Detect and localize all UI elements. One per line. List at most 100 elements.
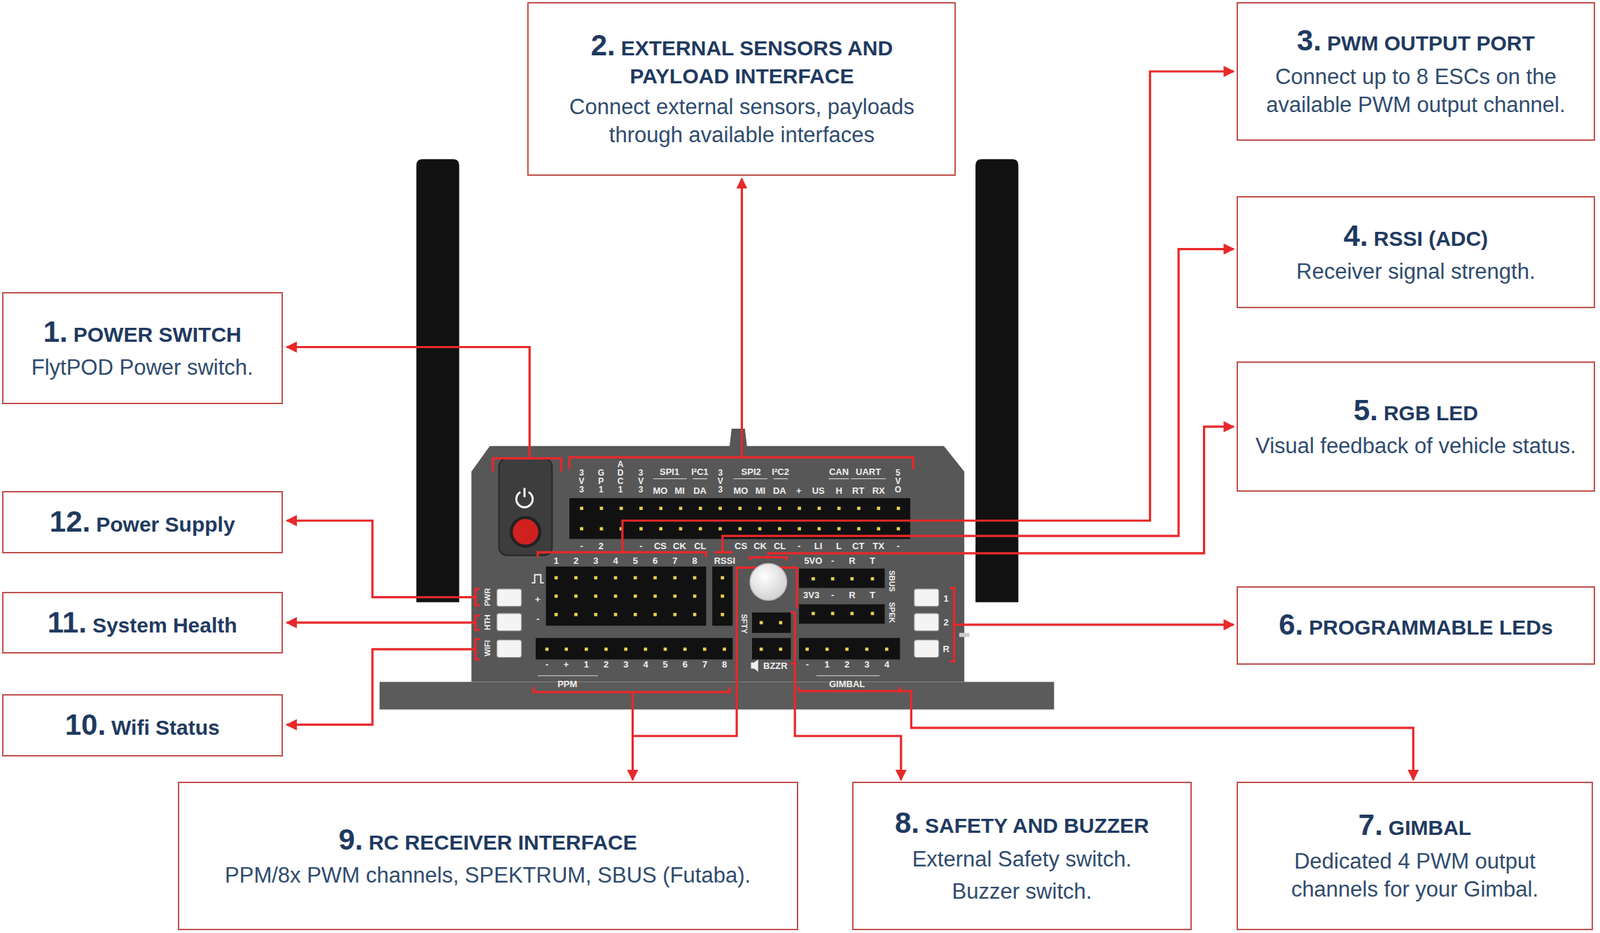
pin-header (798, 604, 885, 624)
pin-dot (593, 612, 598, 617)
power-button (511, 517, 540, 547)
pin-label: - (580, 541, 584, 551)
pin-dot (653, 612, 657, 617)
callout-number: 12. (49, 504, 91, 538)
pin-label: 6 (682, 659, 688, 669)
led (914, 640, 939, 658)
pin-label: 7 (672, 555, 678, 566)
leader-line (798, 686, 1414, 781)
group-underline (653, 478, 687, 479)
leader-line (950, 587, 1234, 662)
pin-label: SFTY (740, 613, 748, 633)
pin-dot (797, 527, 802, 531)
pin-label: 7 (702, 659, 708, 669)
pin-label: PWR (483, 588, 492, 607)
pin-dot (614, 576, 618, 580)
led (497, 640, 522, 658)
group-underline (773, 478, 788, 479)
pin-label: SPEK (887, 601, 896, 623)
leader-line (569, 178, 914, 470)
callout-title: POWER SWITCH (73, 322, 242, 346)
callout-heading: 1.POWER SWITCH (43, 314, 242, 350)
pin-dot (722, 647, 727, 652)
pin-label: 2 (598, 541, 604, 551)
pin-label: CL (693, 541, 706, 551)
side-tab (959, 632, 970, 638)
group-underline (828, 478, 849, 479)
pin-dot (850, 576, 854, 581)
pin-dot (718, 527, 722, 531)
callout-heading: 12.Power Supply (49, 504, 236, 540)
pin-label: MI (675, 485, 685, 496)
pin-label: SBUS (887, 569, 896, 592)
leader-line (286, 346, 561, 472)
pin-dot (673, 612, 678, 617)
pin-dot (644, 647, 648, 652)
callout-box: 1.POWER SWITCH FlytPOD Power switch. (2, 291, 283, 405)
pin-dot (817, 506, 822, 510)
antenna (416, 158, 460, 602)
pin-dot (811, 576, 816, 581)
pin-label: 5 (632, 555, 638, 566)
pin-label: 3 (623, 659, 629, 669)
callout-heading: 10.Wifi Status (65, 707, 220, 743)
callout-heading: 9.RC RECEIVER INTERFACE (338, 822, 637, 858)
callout-heading: 8.SAFETY AND BUZZER (894, 805, 1150, 841)
pin-dot (758, 506, 762, 510)
callout-description: Connect external sensors, payloads throu… (539, 93, 944, 150)
pin-dot (604, 647, 608, 652)
pin-dot (811, 611, 816, 616)
pin-label: 2 (573, 555, 579, 566)
pin-dot (837, 506, 841, 510)
callout-description: FlytPOD Power switch. (31, 353, 254, 382)
pin-dot (574, 576, 578, 580)
pin-dot (837, 527, 841, 531)
led (497, 613, 522, 631)
pin-label: US (812, 485, 825, 496)
pin-dot (623, 647, 628, 652)
pin-dot (679, 506, 683, 510)
rgb-led (749, 562, 787, 600)
pin-label: RT (852, 485, 865, 496)
pin-header (798, 637, 900, 660)
pin-dot (817, 527, 822, 531)
pin-dot (758, 527, 762, 531)
pin-dot (831, 611, 835, 616)
pin-dot (871, 576, 875, 581)
pin-header (752, 637, 791, 660)
callout-title: RGB LED (1383, 401, 1479, 425)
pin-label: MO (733, 485, 749, 496)
callout-description: Dedicated 4 PWM output channels for your… (1249, 847, 1581, 904)
pin-dot (759, 621, 764, 625)
callout-box: 8.SAFETY AND BUZZERExternal Safety switc… (852, 781, 1192, 930)
pin-dot (574, 594, 578, 598)
callout-number: 10. (65, 707, 106, 741)
pin-dot (831, 576, 835, 581)
callout-title: RSSI (ADC) (1373, 226, 1488, 250)
callout-number: 5. (1353, 393, 1379, 427)
pin-label: 1 (824, 659, 830, 669)
pin-label: I²C1 (691, 467, 709, 477)
callout-box: 6.PROGRAMMABLE LEDs (1236, 586, 1596, 665)
pin-label: T (869, 590, 876, 600)
callout-number: 11. (47, 605, 87, 639)
pin-dot (554, 576, 559, 580)
callout-heading: 2.EXTERNAL SENSORS AND PAYLOAD INTERFACE (539, 28, 944, 89)
pin-label: CS (734, 541, 748, 551)
pin-dot (614, 612, 618, 617)
pin-header (798, 568, 885, 589)
callout-number: 8. (894, 805, 920, 839)
pin-label: R (848, 555, 855, 566)
pin-label: CAN (829, 467, 849, 477)
pin-dot (593, 576, 598, 580)
callout-title: EXTERNAL SENSORS AND PAYLOAD INTERFACE (621, 36, 893, 87)
pin-dot (633, 612, 638, 617)
pin-label: 4 (642, 659, 648, 669)
pin-label: + (563, 659, 570, 669)
pin-label: 3 (864, 659, 870, 669)
callout-description: Connect up to 8 ESCs on the available PW… (1249, 63, 1583, 120)
pin-label: H (835, 485, 842, 496)
pin-label: + (534, 594, 541, 604)
callout-title: SAFETY AND BUZZER (924, 813, 1150, 837)
pin-dot (600, 506, 604, 510)
